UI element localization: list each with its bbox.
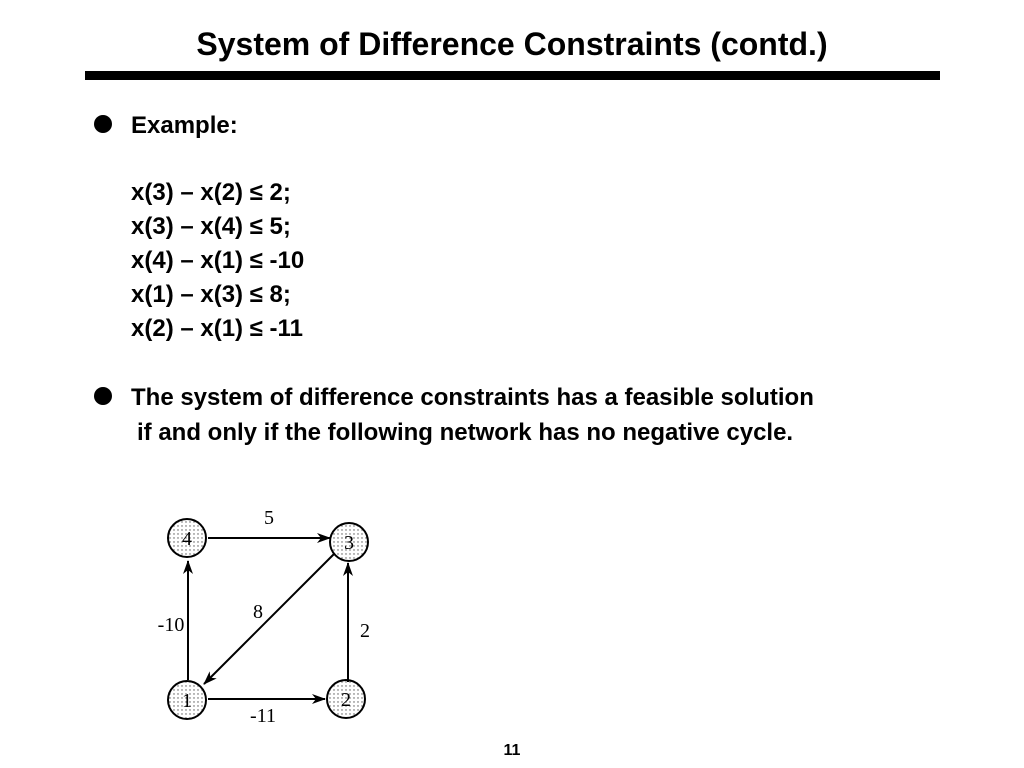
graph-node-4: 4: [167, 518, 207, 558]
constraint-list: x(3) – x(2) ≤ 2; x(3) – x(4) ≤ 5; x(4) –…: [131, 176, 304, 346]
edge-weight-1-2: -11: [250, 705, 276, 727]
graph-node-1: 1: [167, 680, 207, 720]
constraint-item: x(3) – x(2) ≤ 2;: [131, 179, 291, 206]
slide-title: System of Difference Constraints (contd.…: [196, 26, 828, 62]
page-number: 11: [503, 742, 521, 759]
example-label: Example:: [131, 112, 238, 139]
constraint-item: x(3) – x(4) ≤ 5;: [131, 213, 291, 240]
title-divider: [85, 71, 940, 80]
svg-text:1: 1: [182, 690, 192, 712]
graph-node-3: 3: [329, 522, 369, 562]
edge-weight-1-4: -10: [158, 614, 185, 636]
feasibility-text-line2: if and only if the following network has…: [137, 419, 794, 446]
edge-weight-3-1: 8: [253, 601, 263, 623]
bullet-dot-icon: [94, 115, 112, 133]
constraint-network-diagram: 4 3 1 2 5 -10 8 2 -11: [158, 507, 370, 727]
edge-3-to-1: [203, 553, 335, 685]
constraint-item: x(1) – x(3) ≤ 8;: [131, 281, 291, 308]
graph-node-2: 2: [326, 679, 366, 719]
svg-text:2: 2: [341, 689, 351, 711]
edge-weight-4-3: 5: [264, 507, 274, 529]
svg-text:4: 4: [182, 528, 192, 550]
feasibility-text-line1: The system of difference constraints has…: [131, 384, 814, 411]
edge-weight-2-3: 2: [360, 620, 370, 642]
constraint-item: x(2) – x(1) ≤ -11: [131, 315, 303, 342]
svg-text:3: 3: [344, 532, 354, 554]
constraint-item: x(4) – x(1) ≤ -10: [131, 247, 305, 274]
bullet-dot-icon: [94, 387, 112, 405]
